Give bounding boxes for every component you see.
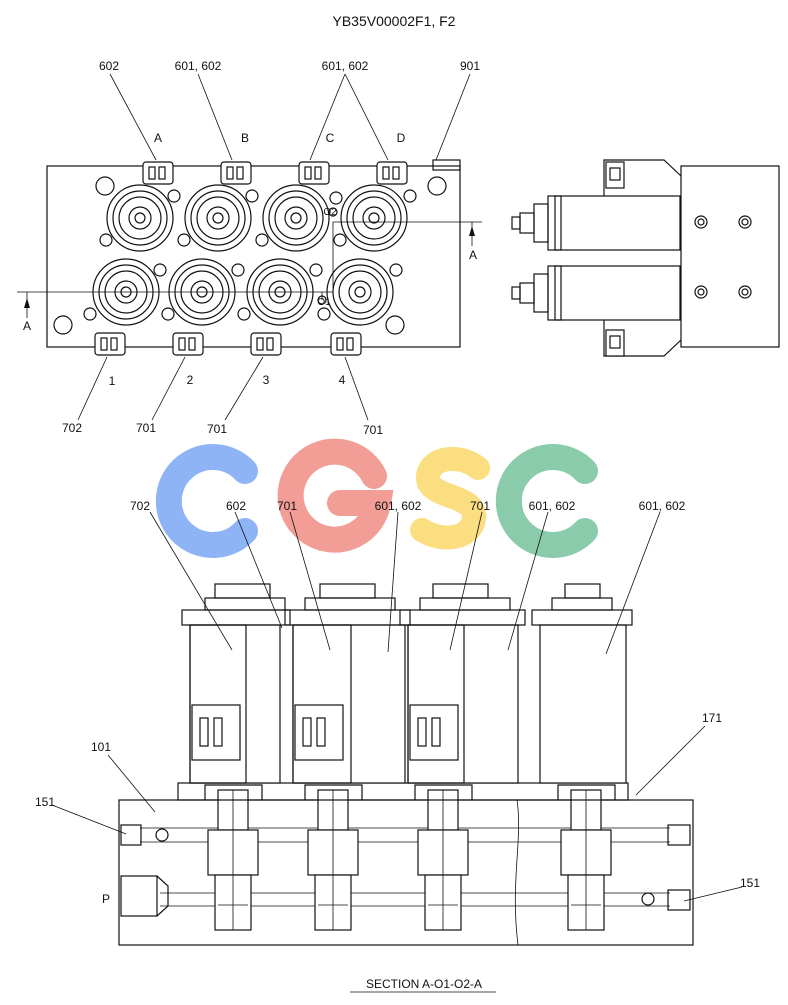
section-callout-601-602-b: 601, 602: [529, 499, 576, 513]
watermark-letter-c2: [495, 444, 598, 558]
callout-901: 901: [460, 59, 480, 73]
callout-701-1: 701: [136, 421, 156, 435]
coil-group-3: [399, 583, 526, 784]
mounting-hole: [95, 176, 115, 196]
label-101: 101: [91, 740, 111, 754]
watermark-logo: [155, 438, 598, 558]
label-151-right: 151: [740, 876, 760, 890]
section-arrow-left: [24, 298, 30, 308]
section-callout-702: 702: [130, 499, 150, 513]
section-mark-right: A: [469, 248, 477, 262]
cartridge-4: [557, 784, 616, 931]
callout-701-3: 701: [363, 423, 383, 437]
section-caption: SECTION A-O1-O2-A: [366, 977, 482, 991]
callout-601-602-cd: 601, 602: [322, 59, 369, 73]
port-letter-b: B: [241, 131, 249, 145]
section-view: 702 602 701 601, 602 701 601, 602 601, 6…: [35, 499, 760, 993]
callout-701-2: 701: [207, 422, 227, 436]
marker-o2: O2: [323, 207, 337, 218]
section-callout-601-602-c: 601, 602: [639, 499, 686, 513]
mounting-hole: [427, 176, 447, 196]
mounting-hole: [53, 315, 73, 335]
lower-connectors: [94, 332, 362, 356]
port-o2: [328, 207, 338, 217]
section-callout-701-a: 701: [277, 499, 297, 513]
position-number-2: 2: [187, 373, 194, 387]
top-view: 602 601, 602 601, 602 901 A B C D O2 O1 …: [17, 59, 482, 437]
callout-702-top: 702: [62, 421, 82, 435]
watermark-letter-g: [277, 438, 394, 553]
top-leaders: [109, 73, 471, 161]
position-number-1: 1: [109, 374, 116, 388]
port-letter-a: A: [154, 131, 162, 145]
position-number-3: 3: [263, 373, 270, 387]
solenoid-valve-d: [333, 184, 417, 252]
position-number-4: 4: [339, 373, 346, 387]
solenoid-valve-c: [255, 184, 343, 252]
cartridge-2: [304, 784, 363, 931]
watermark-letter-s: [410, 447, 490, 550]
upper-solenoid-row: [99, 161, 417, 252]
side-plate: [680, 165, 780, 348]
port-p-label: P: [102, 892, 110, 906]
solenoid-valve-b: [177, 184, 259, 252]
mounting-hole: [385, 315, 405, 335]
port-letter-d: D: [397, 131, 406, 145]
port-letter-c: C: [326, 131, 335, 145]
section-callout-601-602-a: 601, 602: [375, 499, 422, 513]
bottom-leaders: [77, 356, 369, 421]
marker-o1: O1: [317, 297, 331, 308]
coil-group-4: [531, 583, 633, 784]
coil-group-1: [181, 583, 291, 784]
label-171: 171: [702, 711, 722, 725]
watermark-letter-c1: [155, 444, 258, 558]
plug-151-left: [120, 824, 142, 846]
section-callout-701-b: 701: [470, 499, 490, 513]
plug-151-right-upper: [667, 824, 691, 846]
lower-solenoid-row: [83, 258, 403, 356]
section-mark-left: A: [23, 319, 31, 333]
cartridge-1: [204, 784, 263, 931]
cartridge-3: [414, 784, 473, 931]
label-151-left: 151: [35, 795, 55, 809]
plug-151-right-lower: [667, 889, 691, 911]
mounting-holes: [53, 176, 447, 335]
section-callout-602: 602: [226, 499, 246, 513]
section-arrow-right: [469, 226, 475, 236]
drawing-title: YB35V00002F1, F2: [333, 13, 456, 29]
port-p-fitting: [120, 875, 158, 917]
solenoid-valve-a: [99, 184, 181, 252]
upper-connectors: [142, 161, 408, 185]
section-line: [17, 221, 482, 318]
body-step: [432, 159, 461, 171]
section-leaders: [51, 511, 743, 902]
coil-group-2: [284, 583, 411, 784]
callout-602: 602: [99, 59, 119, 73]
side-view: [511, 159, 780, 357]
callout-601-602-b: 601, 602: [175, 59, 222, 73]
